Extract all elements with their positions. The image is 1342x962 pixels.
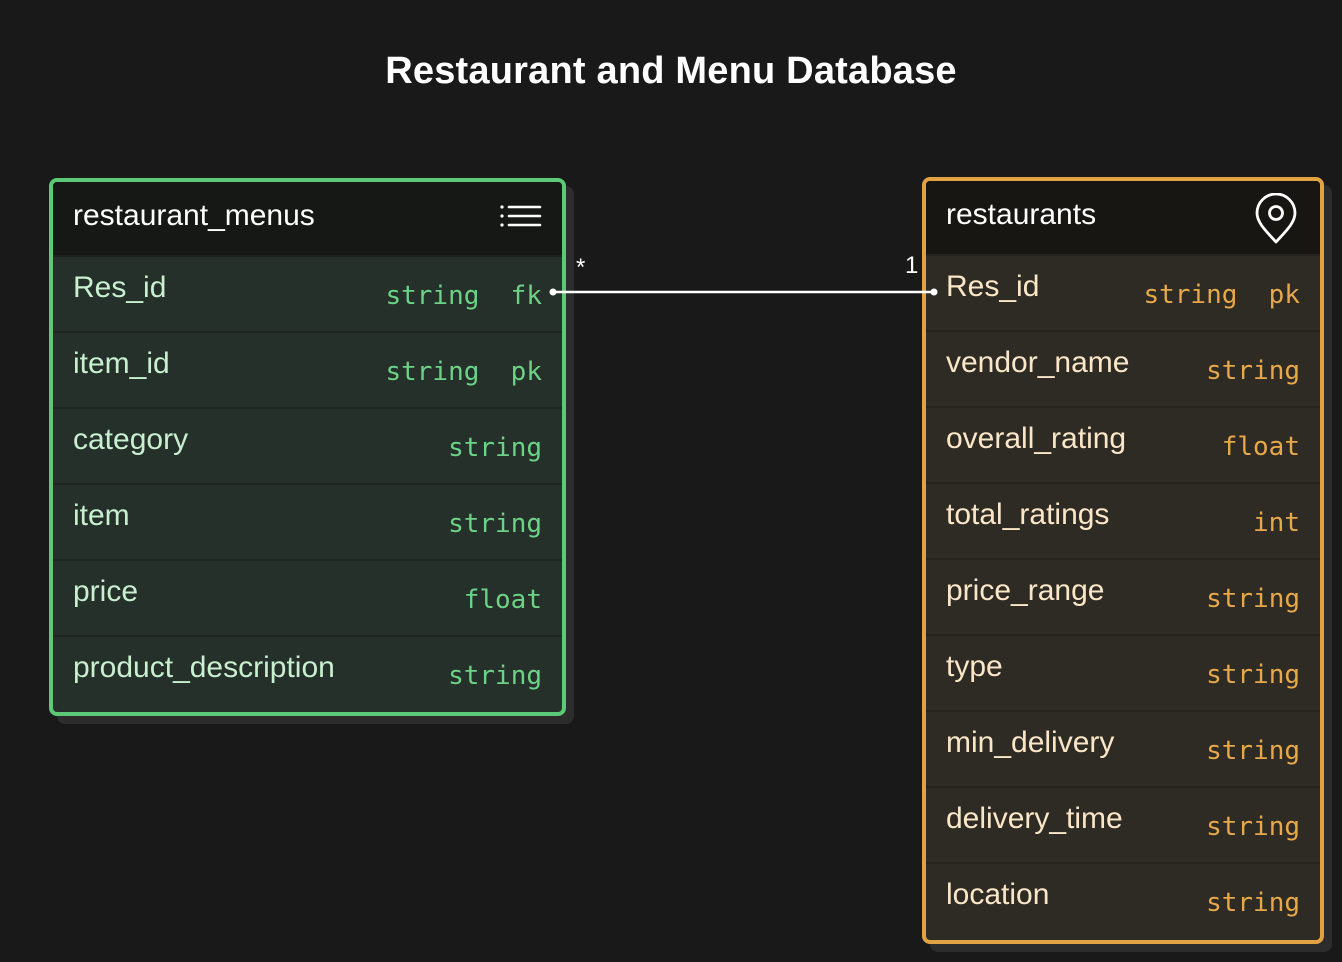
table-row-price-range[interactable]: price_range string bbox=[926, 558, 1320, 634]
field-type: string bbox=[448, 509, 542, 539]
field-type: string pk bbox=[1143, 280, 1300, 310]
field-name: location bbox=[946, 878, 1050, 911]
table-row-res-id[interactable]: Res_id string fk bbox=[53, 255, 562, 331]
field-type: string bbox=[448, 661, 542, 691]
table-row-vendor-name[interactable]: vendor_name string bbox=[926, 330, 1320, 406]
field-name: min_delivery bbox=[946, 726, 1115, 759]
field-type: float bbox=[463, 585, 542, 615]
table-header: restaurant_menus bbox=[53, 182, 562, 255]
cardinality-many-label: * bbox=[576, 254, 586, 281]
table-header: restaurants bbox=[926, 181, 1320, 254]
field-type: string bbox=[1206, 660, 1300, 690]
table-row-total-ratings[interactable]: total_ratings int bbox=[926, 482, 1320, 558]
field-name: product_description bbox=[73, 651, 335, 684]
table-row-item-id[interactable]: item_id string pk bbox=[53, 331, 562, 407]
location-pin-icon bbox=[1254, 192, 1298, 250]
table-row-location[interactable]: location string bbox=[926, 862, 1320, 938]
table-row-overall-rating[interactable]: overall_rating float bbox=[926, 406, 1320, 482]
cardinality-one-label: 1 bbox=[905, 252, 919, 279]
field-type: string bbox=[1206, 356, 1300, 386]
field-type: string fk bbox=[385, 281, 542, 311]
table-row-delivery-time[interactable]: delivery_time string bbox=[926, 786, 1320, 862]
field-name: item bbox=[73, 499, 130, 532]
field-name: type bbox=[946, 650, 1003, 683]
restaurants-table[interactable]: restaurants Res_id string pk vendor_name… bbox=[922, 177, 1324, 944]
table-name: restaurants bbox=[946, 198, 1097, 231]
field-name: price_range bbox=[946, 574, 1105, 607]
table-row-category[interactable]: category string bbox=[53, 407, 562, 483]
table-name: restaurant_menus bbox=[73, 199, 315, 232]
list-icon bbox=[498, 196, 542, 241]
field-type: string pk bbox=[385, 357, 542, 387]
diagram-title: Restaurant and Menu Database bbox=[385, 50, 957, 92]
field-type: string bbox=[1206, 736, 1300, 766]
table-row-type[interactable]: type string bbox=[926, 634, 1320, 710]
field-type: string bbox=[1206, 584, 1300, 614]
table-row-item[interactable]: item string bbox=[53, 483, 562, 559]
field-name: delivery_time bbox=[946, 802, 1123, 835]
field-name: category bbox=[73, 423, 189, 456]
field-type: string bbox=[1206, 812, 1300, 842]
relationship-endpoint-to bbox=[930, 288, 938, 296]
field-type: int bbox=[1253, 508, 1300, 538]
table-row-price[interactable]: price float bbox=[53, 559, 562, 635]
field-name: vendor_name bbox=[946, 346, 1130, 379]
field-type: string bbox=[448, 433, 542, 463]
table-row-product-description[interactable]: product_description string bbox=[53, 635, 562, 711]
table-row-res-id[interactable]: Res_id string pk bbox=[926, 254, 1320, 330]
restaurant-menus-table[interactable]: restaurant_menus Res_id string fk item_i… bbox=[49, 178, 566, 716]
field-name: item_id bbox=[73, 347, 170, 380]
field-name: price bbox=[73, 575, 139, 608]
field-name: overall_rating bbox=[946, 422, 1127, 455]
relationship-endpoint-from bbox=[549, 288, 557, 296]
field-type: string bbox=[1206, 888, 1300, 918]
table-row-min-delivery[interactable]: min_delivery string bbox=[926, 710, 1320, 786]
field-type: float bbox=[1221, 432, 1300, 462]
field-name: Res_id bbox=[946, 270, 1040, 303]
field-name: total_ratings bbox=[946, 498, 1110, 531]
field-name: Res_id bbox=[73, 271, 167, 304]
